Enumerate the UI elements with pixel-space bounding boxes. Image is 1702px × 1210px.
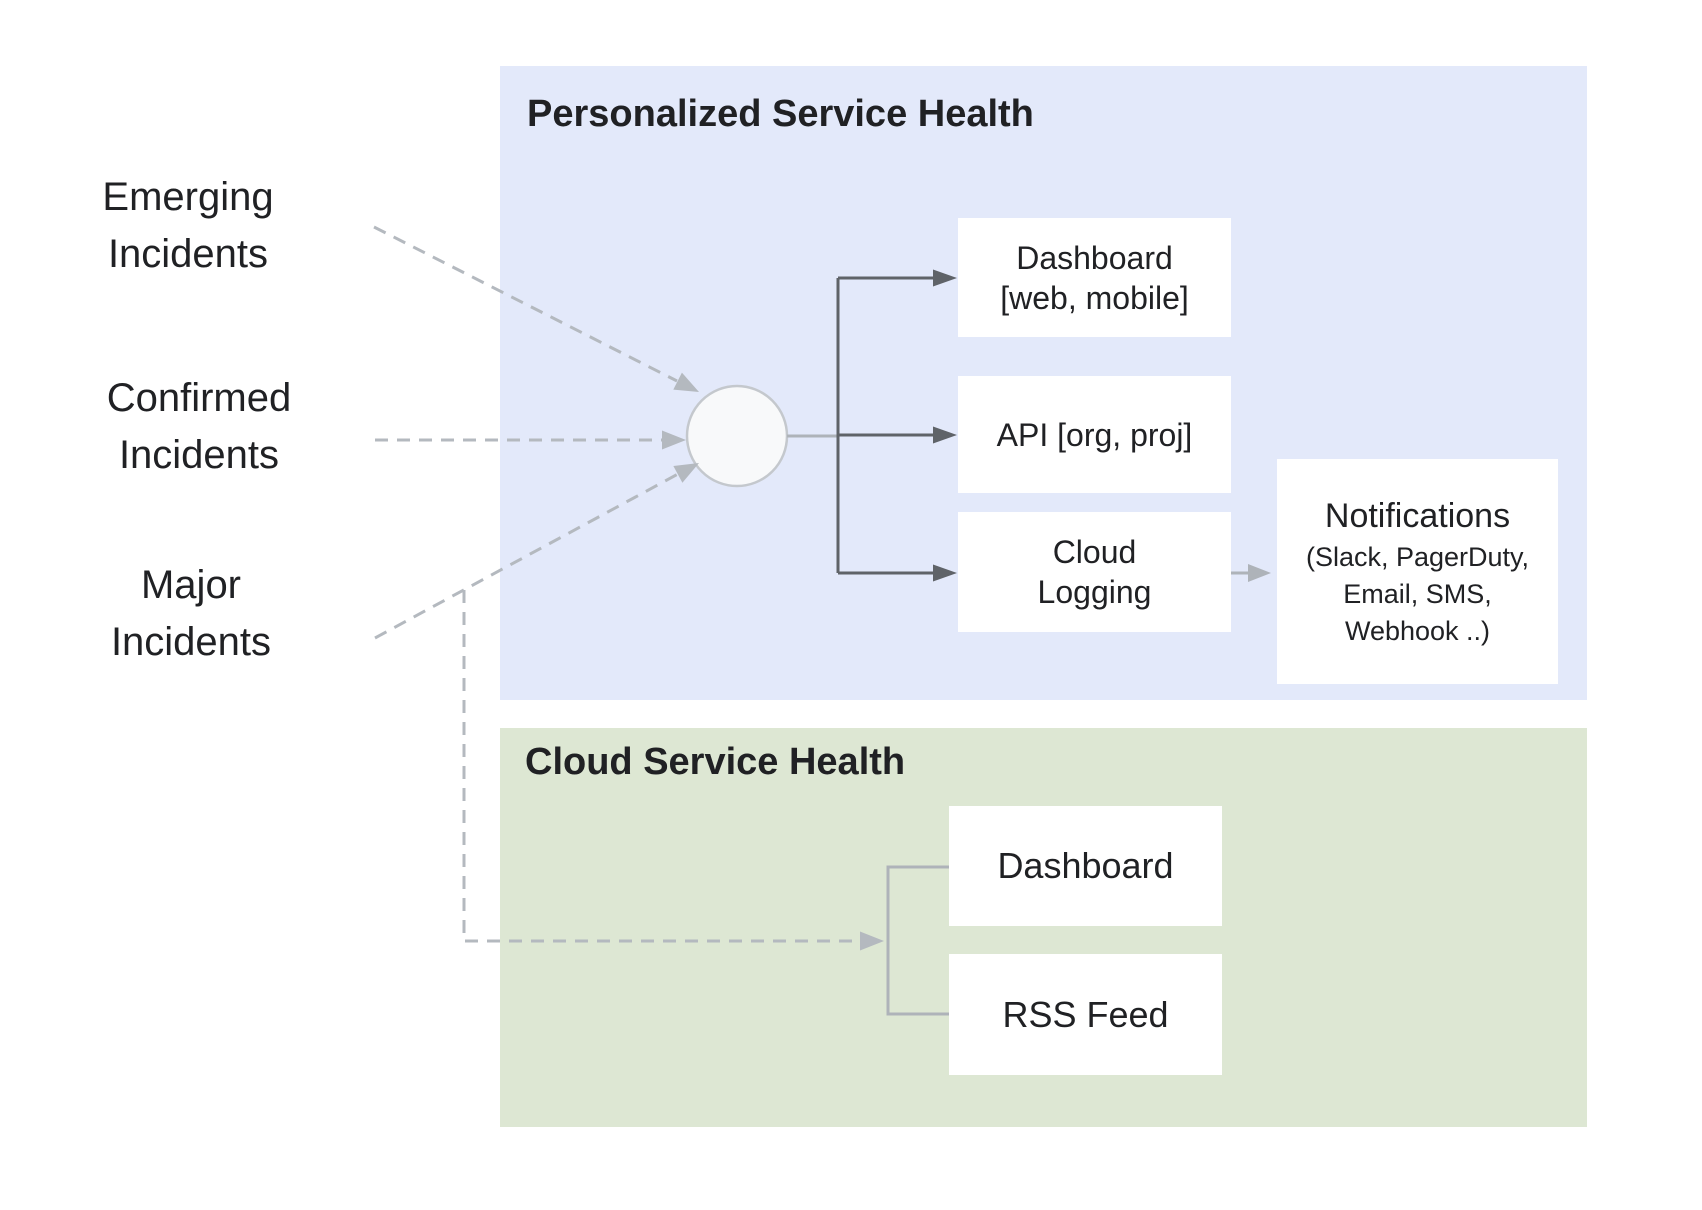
node-label-line: [web, mobile] — [1000, 279, 1189, 316]
node-label-line: Dashboard — [1016, 239, 1173, 276]
node-label-line: Logging — [1037, 574, 1152, 610]
node-label-line: Cloud — [1052, 534, 1137, 570]
node-notifications: Notifications (Slack, PagerDuty, Email, … — [1277, 459, 1558, 684]
source-confirmed-incidents: Confirmed Incidents — [51, 370, 347, 484]
notifications-sub-line: Email, SMS, — [1343, 579, 1492, 609]
notifications-sub-line: Webhook ..) — [1344, 616, 1491, 646]
source-major-incidents: Major Incidents — [43, 557, 339, 671]
personalized-panel-title: Personalized Service Health — [527, 93, 1034, 135]
notifications-sub-line: (Slack, PagerDuty, — [1305, 542, 1530, 572]
notifications-title: Notifications — [1324, 497, 1511, 535]
source-label-line: Incidents — [110, 620, 272, 664]
source-label-line: Incidents — [118, 433, 280, 477]
node-label-line: RSS Feed — [1002, 993, 1169, 1035]
source-label-line: Major — [140, 563, 242, 607]
source-emerging-incidents: Emerging Incidents — [40, 169, 336, 283]
source-label-line: Incidents — [107, 232, 269, 276]
node-public-dashboard: Dashboard — [949, 806, 1222, 926]
node-dashboard-web-mobile: Dashboard [web, mobile] — [958, 218, 1231, 337]
source-label-line: Emerging — [102, 175, 274, 219]
node-api-org-proj: API [org, proj] — [958, 376, 1231, 493]
node-cloud-logging: Cloud Logging — [958, 512, 1231, 632]
cloud-panel-title: Cloud Service Health — [525, 741, 906, 783]
node-rss-feed: RSS Feed — [949, 954, 1222, 1075]
source-label-line: Confirmed — [106, 376, 292, 420]
node-label-line: API [org, proj] — [996, 416, 1193, 453]
node-label-line: Dashboard — [997, 845, 1174, 886]
